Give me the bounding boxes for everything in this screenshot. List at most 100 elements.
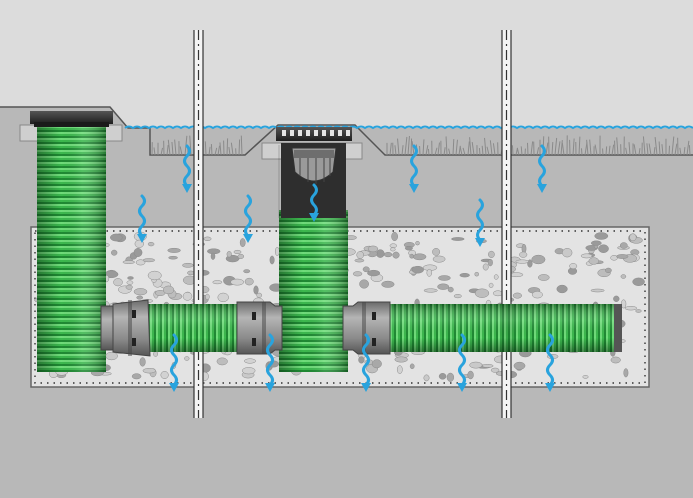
gravel-stone	[381, 280, 395, 288]
gravel-stone	[474, 288, 490, 298]
gravel-stone	[493, 274, 499, 280]
gravel-stone	[409, 253, 415, 259]
gravel-stone	[590, 240, 602, 246]
grass-blade	[486, 146, 490, 156]
grass-blade	[410, 138, 413, 156]
gravel-stone	[390, 247, 396, 252]
grass-blade	[489, 140, 493, 156]
grass-blade	[459, 146, 463, 156]
water-flow-arrow	[182, 144, 192, 193]
gravel-stone	[620, 274, 627, 279]
filter-basket	[291, 147, 337, 184]
grate-slot	[290, 130, 294, 136]
grass-blade	[404, 136, 408, 156]
grass-blade	[397, 138, 400, 156]
gravel-stone	[432, 255, 446, 263]
grass-blade	[661, 144, 664, 156]
gravel-stone	[136, 295, 144, 300]
gravel-stone	[113, 278, 123, 287]
gravel-stone	[415, 241, 420, 246]
left-vertical-shaft	[19, 111, 123, 372]
coupling-center-right	[342, 301, 391, 355]
gravel-stone	[453, 294, 462, 299]
gravel-stone	[459, 273, 470, 278]
water-flow-arrow	[537, 144, 547, 193]
gravel-stone	[131, 373, 142, 380]
gravel-stone	[562, 248, 573, 258]
gravel-stone	[167, 247, 181, 253]
gravel-stone	[610, 356, 621, 364]
grass-blade	[238, 139, 241, 156]
water-flow-arrow	[545, 333, 555, 392]
gravel-stone	[187, 270, 195, 276]
horizontal-pipe-segment-1	[148, 304, 240, 352]
gravel-stone	[230, 278, 245, 286]
grass-blade	[646, 143, 649, 156]
gravel-stone	[241, 367, 256, 375]
grass-blade	[210, 144, 213, 156]
grass-blade	[226, 138, 229, 156]
gravel-stone	[203, 236, 212, 241]
gravel-stone	[624, 306, 638, 311]
gravel-stone	[488, 250, 495, 258]
grass-blade	[654, 137, 658, 156]
gravel-stone	[404, 245, 413, 251]
grass-blade	[679, 147, 682, 156]
grass-blade	[674, 143, 678, 156]
gravel-stone	[244, 358, 256, 364]
gravel-stone	[111, 249, 118, 256]
gravel-stone	[451, 237, 465, 241]
gravel-stone	[133, 248, 143, 257]
grass-blade	[484, 137, 487, 156]
left-shaft-cap	[30, 111, 113, 124]
section-line-right	[501, 30, 512, 418]
gravel-stone	[396, 365, 403, 374]
horizontal-pipe-segment-3	[390, 304, 622, 352]
gravel-stone	[438, 275, 451, 281]
gravel-stone	[135, 259, 146, 266]
gravel-stone	[122, 260, 135, 264]
grass-blade	[608, 145, 611, 156]
grass-blade	[179, 146, 183, 156]
gravel-stone	[629, 233, 637, 242]
gravel-stone	[182, 291, 193, 301]
gravel-stone	[182, 262, 194, 268]
gravel-stone	[244, 277, 254, 286]
grass-blade	[160, 147, 164, 156]
gravel-stone	[127, 276, 134, 280]
gravel-stone	[352, 271, 363, 277]
gravel-stone	[409, 363, 415, 370]
center-vertical-shaft	[261, 127, 363, 372]
grass-blade	[153, 147, 156, 156]
grass-blade	[551, 142, 554, 156]
grass-blade	[668, 145, 671, 156]
gravel-stone	[423, 288, 438, 293]
grass-blade	[557, 141, 561, 156]
grate-slot	[306, 130, 310, 136]
water-flow-arrow	[457, 333, 467, 392]
grass	[151, 135, 691, 156]
grass-blade	[625, 147, 628, 156]
grass-blade	[616, 137, 619, 156]
gravel-stone	[632, 277, 645, 286]
gravel-stone	[515, 259, 529, 264]
gravel-stone	[226, 251, 232, 258]
grass-blade	[561, 142, 565, 156]
grass-blade	[638, 148, 641, 156]
gravel-stone	[354, 258, 365, 263]
grass-blade	[686, 140, 690, 156]
grass-blade	[208, 146, 211, 156]
gravel-stone	[594, 232, 609, 240]
gravel-stone	[580, 253, 593, 259]
gravel-stone	[212, 280, 223, 285]
gravel-stone	[487, 258, 493, 267]
gravel-stone	[142, 368, 156, 374]
grass-blade	[671, 136, 675, 156]
grass-blade	[217, 145, 221, 156]
gravel-stone	[125, 284, 133, 290]
grass-blade	[469, 137, 472, 156]
gravel-stone	[481, 364, 494, 368]
water-flow-arrow	[409, 144, 419, 193]
